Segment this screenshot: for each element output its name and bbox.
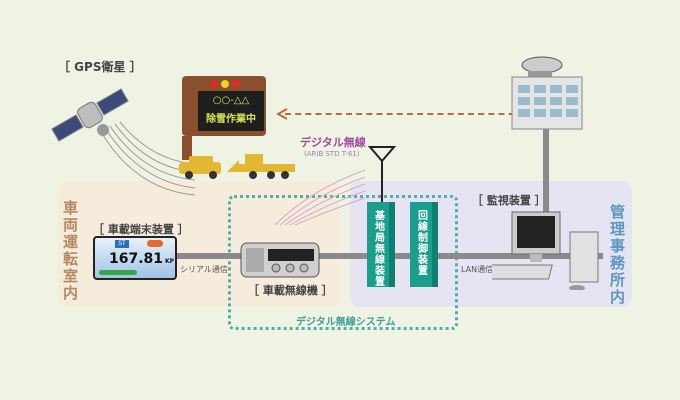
arib-standard-label: (ARIB STD T-61) [304,150,360,158]
line-control-unit: 回線制御装置 [410,202,438,287]
line-control-label: 回線制御装置 [415,210,427,276]
onboard-radio-label: ［ 車載無線機 ］ [248,284,333,297]
gps-label: ［ GPS衛星 ］ [58,60,142,74]
terminal-reading-row: 167.81 KP [109,251,174,267]
serial-comm-label: シリアル通信 [180,265,228,274]
terminal-badge: ST [115,240,129,248]
sign-text-line2: 除雪作業中 [206,114,256,125]
dashed-arrow-line [285,113,535,115]
satellite-icon [51,88,129,142]
base-station-label: 基地局無線装置 [372,210,384,287]
lan-comm-label: LAN通信 [461,265,494,274]
onboard-terminal-label: ［ 車載端末装置 ］ [93,223,189,236]
terminal-reading: 167.81 [109,251,164,267]
digital-radio-label: デジタル無線 [300,136,366,149]
antenna-icon [368,146,396,163]
terminal-green-bar [99,270,137,275]
sign-text-line1: ○○-△△ [212,95,250,106]
office-uplink-line [543,110,549,230]
sign-light-red [232,80,240,88]
sign-light-red [210,80,218,88]
onboard-radio-icon [240,242,320,278]
terminal-status-pill [147,240,163,247]
vehicle-zone-label: 車両運転室内 [61,200,79,302]
computer-icon [492,211,599,290]
digital-system-label: デジタル無線システム [296,317,396,328]
radio-signal-waves [274,169,366,226]
monitoring-label: ［ 監視装置 ］ [472,194,546,207]
onboard-terminal-screen: ST 167.81 KP [93,236,177,280]
arrow-left-icon [276,108,288,120]
road-sign: ○○-△△ 除雪作業中 [182,76,266,160]
sign-light-yellow [221,80,229,88]
snow-vehicles-icon [179,154,295,179]
digital-radio-system-boundary [228,195,458,330]
antenna-mast [381,160,383,202]
office-zone-label: 管理事務所内 [608,204,626,306]
office-building-icon [511,56,583,130]
terminal-unit: KP [165,258,175,265]
base-station-radio-unit: 基地局無線装置 [367,202,395,287]
